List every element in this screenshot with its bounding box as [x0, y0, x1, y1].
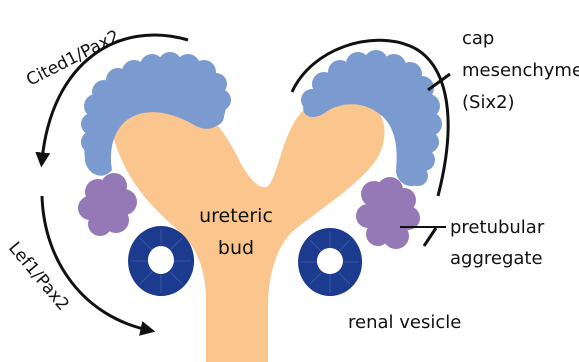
left-renal-vesicle [128, 226, 194, 296]
ureteric-label-line2: bud [218, 237, 254, 259]
pretubular-label-line2: aggregate [450, 248, 543, 269]
pretubular-bracket [424, 228, 436, 246]
ureteric-label-line1: ureteric [199, 205, 273, 227]
cap-label-line3: (Six2) [462, 92, 515, 113]
right-pretubular-aggregate [356, 177, 420, 249]
renal-vesicle-label: renal vesicle [348, 312, 461, 333]
pretubular-label-line1: pretubular [450, 217, 545, 238]
right-renal-vesicle [298, 228, 362, 296]
left-pretubular-aggregate [78, 173, 137, 236]
cap-label-line2: mesenchyme [462, 60, 579, 81]
cap-label-line1: cap [462, 28, 494, 49]
lef1-pax2-label: Lef1/Pax2 [4, 238, 73, 314]
